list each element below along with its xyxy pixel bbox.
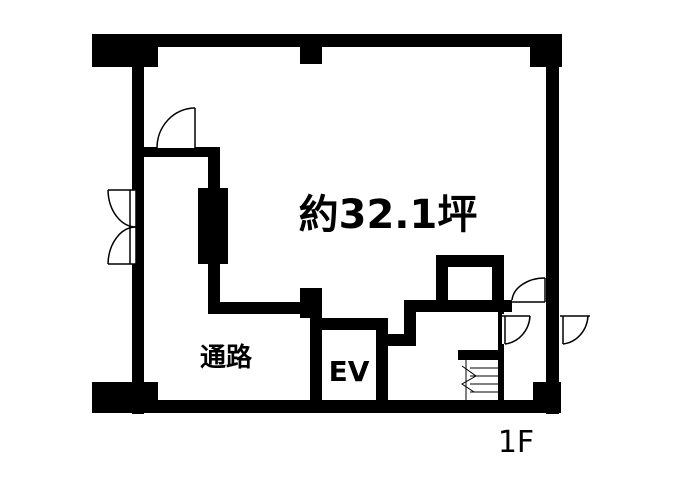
- entrance-double-door: [107, 189, 137, 265]
- corridor-top-wall: [132, 147, 220, 157]
- small-room-door: [511, 277, 546, 303]
- elevator-label: EV: [329, 355, 370, 388]
- outer-walls: [92, 34, 562, 414]
- step-wall-upper: [404, 300, 504, 312]
- stair-landing: [458, 350, 498, 360]
- stair-partition: [498, 312, 504, 402]
- right-wall: [546, 34, 559, 414]
- ev-top-wall: [310, 318, 388, 330]
- stair-door-right: [560, 314, 590, 345]
- ev-right-wall: [376, 318, 388, 412]
- small-room-west: [436, 255, 448, 312]
- stair-partition-cap: [504, 300, 512, 312]
- top-wall: [92, 34, 562, 47]
- column-bottom-right: [533, 382, 561, 413]
- main-room-south-wall: [208, 302, 322, 314]
- column-top-right: [530, 34, 562, 67]
- corridor-door: [156, 107, 197, 156]
- floor-label: 1F: [498, 425, 534, 460]
- column-top-left: [92, 34, 158, 67]
- column-bottom-left: [92, 382, 158, 413]
- doors: [107, 107, 590, 345]
- staircase: [458, 350, 498, 400]
- column-top-mid: [300, 34, 322, 64]
- interior-walls: [132, 147, 512, 412]
- small-room-north: [436, 255, 504, 267]
- area-label: 約32.1坪: [299, 192, 478, 238]
- left-wall: [132, 34, 144, 414]
- corridor-label: 通路: [200, 342, 253, 373]
- bottom-wall: [92, 400, 559, 413]
- stair-door-left: [502, 314, 531, 345]
- pillar-block: [198, 188, 228, 264]
- small-room-east: [492, 255, 504, 312]
